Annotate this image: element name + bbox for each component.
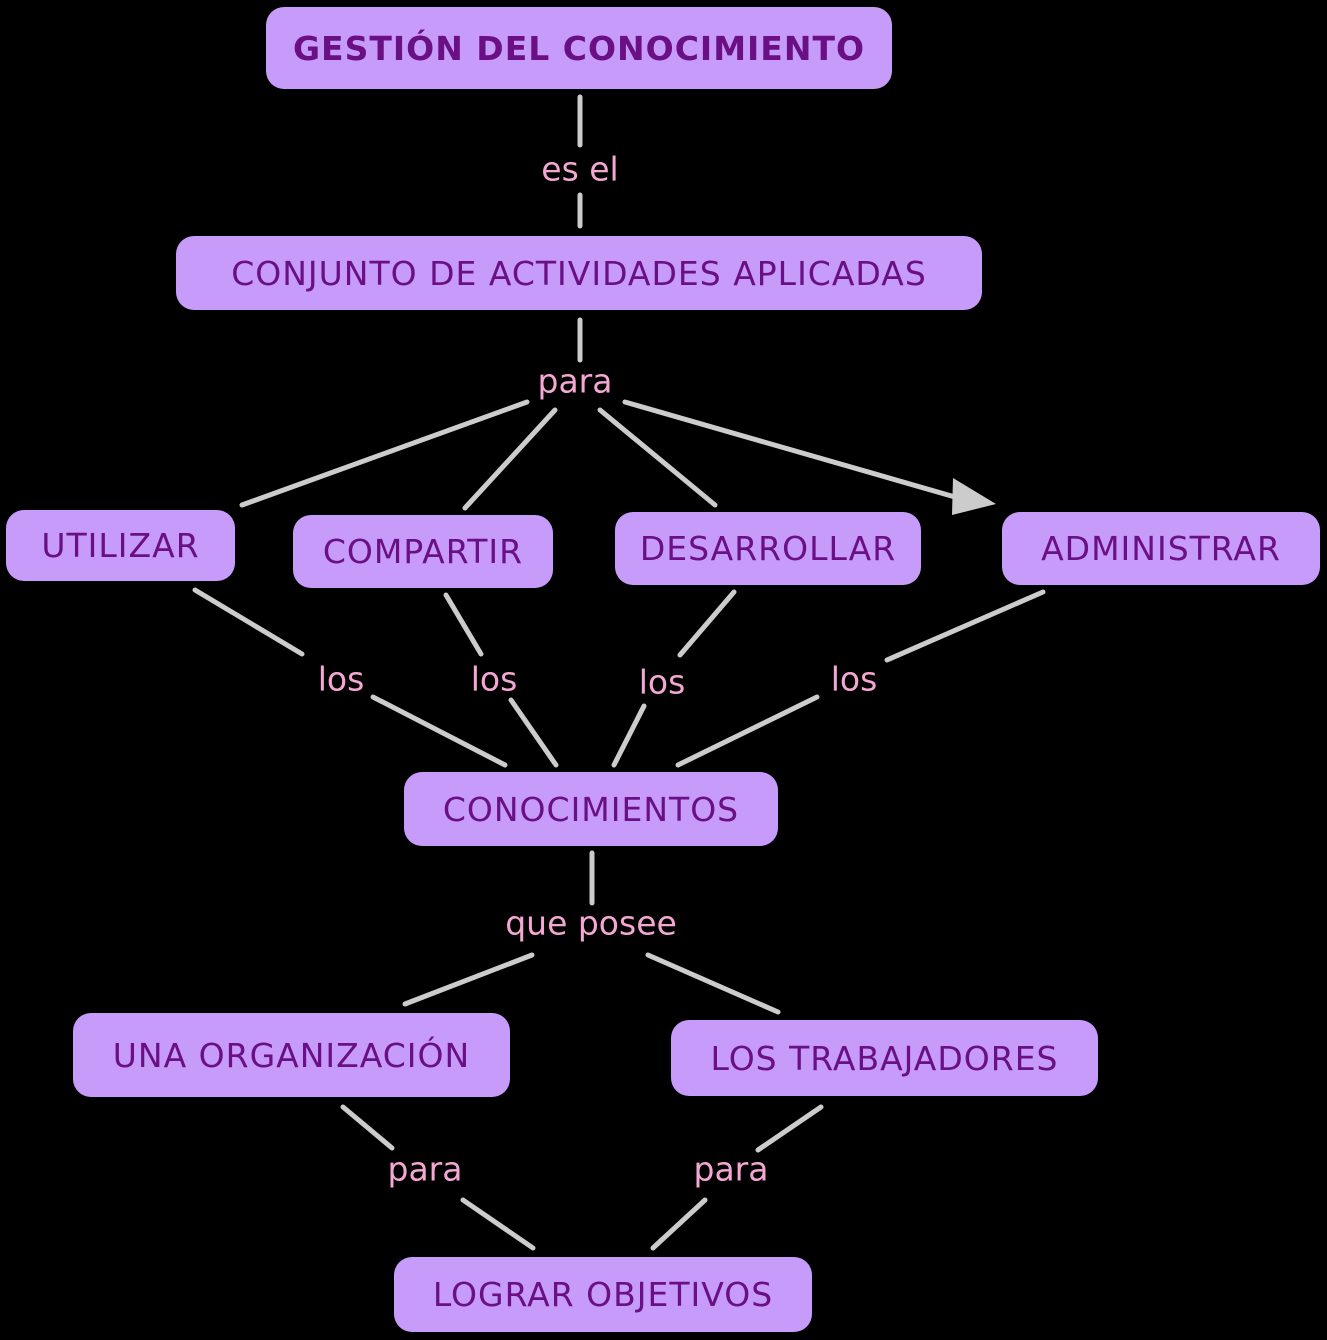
- link-label-para: para: [693, 1149, 769, 1189]
- connector-line: [677, 589, 737, 658]
- connector-line: [402, 952, 535, 1007]
- connector-line: [370, 694, 508, 768]
- connector-line: [645, 952, 781, 1015]
- connector-line: [622, 399, 958, 500]
- node-label: ADMINISTRAR: [1041, 529, 1281, 568]
- node-label: GESTIÓN DEL CONOCIMIENTO: [292, 28, 866, 68]
- node-utilizar: UTILIZAR: [6, 510, 235, 581]
- node-lograr-objetivos: LOGRAR OBJETIVOS: [394, 1257, 812, 1332]
- node-gestion-del-conocimiento: GESTIÓN DEL CONOCIMIENTO: [266, 7, 892, 89]
- link-label-los: los: [317, 659, 365, 699]
- connector-line: [462, 407, 558, 511]
- node-conocimientos: CONOCIMIENTOS: [404, 772, 778, 846]
- connector-line: [755, 1104, 824, 1153]
- link-label-para: para: [537, 361, 613, 401]
- node-label: LOGRAR OBJETIVOS: [432, 1275, 774, 1314]
- node-label: COMPARTIR: [322, 532, 524, 571]
- node-label: DESARROLLAR: [639, 529, 897, 568]
- node-label: UTILIZAR: [41, 526, 200, 565]
- connector-line: [340, 1104, 395, 1151]
- link-label-es-el: es el: [541, 149, 619, 189]
- link-label-los: los: [638, 662, 686, 702]
- connector-line: [508, 697, 559, 768]
- node-label: UNA ORGANIZACIÓN: [112, 1035, 471, 1075]
- node-una-organizacion: UNA ORGANIZACIÓN: [73, 1013, 510, 1097]
- node-compartir: COMPARTIR: [293, 515, 553, 588]
- connector-line: [239, 399, 530, 508]
- link-label-que-posee: que posee: [505, 903, 677, 943]
- node-los-trabajadores: LOS TRABAJADORES: [671, 1020, 1098, 1096]
- link-label-para: para: [387, 1149, 463, 1189]
- connector-line: [192, 587, 305, 657]
- connector-line: [884, 589, 1046, 663]
- connector-line: [597, 407, 718, 508]
- node-desarrollar: DESARROLLAR: [615, 512, 921, 585]
- node-label: CONOCIMIENTOS: [442, 789, 740, 829]
- link-label-los: los: [470, 659, 518, 699]
- node-label: LOS TRABAJADORES: [710, 1038, 1059, 1078]
- connector-line: [675, 694, 820, 768]
- node-label: CONJUNTO DE ACTIVIDADES APLICADAS: [231, 253, 927, 293]
- link-label-los: los: [830, 659, 878, 699]
- connector-line: [443, 592, 484, 657]
- connector-line: [611, 703, 647, 768]
- arrowhead: [952, 478, 996, 515]
- node-administrar: ADMINISTRAR: [1002, 512, 1320, 585]
- connector-line: [460, 1197, 536, 1251]
- connector-line: [650, 1197, 708, 1251]
- node-conjunto-de-actividades: CONJUNTO DE ACTIVIDADES APLICADAS: [176, 236, 982, 310]
